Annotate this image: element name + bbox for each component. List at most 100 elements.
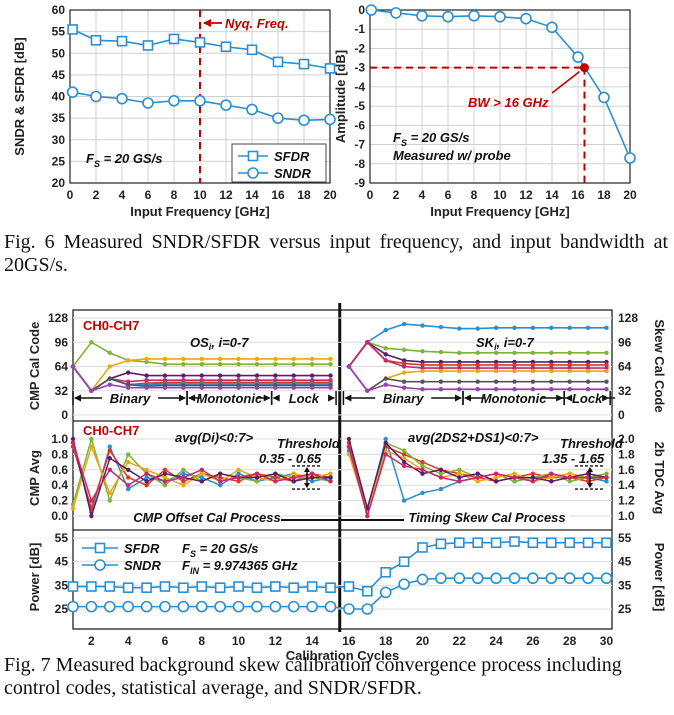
power-SNDR-point	[416, 573, 429, 586]
power-SNDR-point	[361, 603, 374, 615]
cmp-code-point	[89, 388, 94, 393]
cycle-tick: 4	[125, 634, 132, 648]
threshold-arrowhead	[304, 483, 310, 489]
tdc-avg-point	[493, 479, 499, 484]
tdc-avg-point	[420, 467, 425, 472]
cmp-code-point	[162, 385, 168, 390]
x-tick-label: 20	[323, 188, 337, 202]
amplitude-point	[390, 7, 402, 19]
cmp-avg-point	[254, 479, 260, 484]
power-SFDR-point	[104, 581, 116, 592]
skew-code-point	[549, 387, 554, 392]
skew-code-point	[438, 379, 444, 384]
skew-code-point	[401, 347, 407, 353]
tdc-avg-point	[457, 471, 462, 476]
power-SFDR-point	[251, 582, 263, 594]
tdc-avg-point	[401, 452, 407, 457]
y-tick-label: 60	[52, 3, 66, 17]
nyquist-label: Nyq. Freq.	[225, 16, 289, 31]
power-SNDR-point	[177, 600, 190, 613]
cmp-code-tick: 0	[61, 408, 68, 422]
cmp-code-tick: 96	[55, 335, 69, 349]
tdc-avg-point	[420, 459, 425, 465]
power-SFDR-point	[270, 581, 281, 592]
skew-code-point	[383, 352, 388, 357]
x-tick-label: 18	[597, 188, 611, 202]
skew-code-point	[604, 350, 609, 356]
tdc-avg-point	[346, 436, 352, 442]
cmp-avg-point	[309, 479, 315, 484]
tdc-avg-point	[365, 513, 370, 519]
tdc-avg-point	[475, 475, 480, 480]
cmp-avg-point	[162, 471, 168, 476]
cmp-code-point	[162, 373, 168, 378]
tdc-avg-point	[512, 475, 517, 480]
cmp-avg-point	[217, 483, 223, 488]
power-SFDR-point	[122, 582, 134, 594]
cmp-code-point	[107, 382, 112, 387]
cmp-avg-point	[144, 471, 149, 476]
skew-code-point	[401, 321, 407, 327]
threshold-arrowhead	[304, 466, 310, 472]
power-SFDR-point	[362, 585, 373, 597]
x-tick-label: 4	[119, 188, 126, 202]
SFDR-point	[194, 37, 206, 48]
power-tick-left: 55	[55, 531, 69, 545]
cmp-avg-point	[89, 436, 94, 442]
power-SNDR-point	[159, 600, 171, 613]
x-axis-label: Input Frequency [GHz]	[430, 204, 569, 219]
cmp-avg-point	[125, 486, 131, 492]
fin-value: = 9.974365 GHz	[199, 558, 298, 573]
cycle-tick: 6	[162, 634, 169, 648]
skew-code-point	[585, 365, 591, 371]
y-tick-label: 45	[52, 68, 66, 82]
skew-code-point	[457, 359, 462, 365]
tdc-avg-point	[530, 475, 536, 480]
x-tick-label: 10	[193, 188, 207, 202]
tdc-avg-point	[383, 452, 388, 457]
skew-code-point	[530, 359, 536, 365]
cmp-avg-point	[107, 448, 112, 453]
fs-sub: S	[94, 159, 100, 169]
cmp-code-point	[328, 385, 333, 390]
power-SFDR-point	[435, 538, 447, 550]
x-tick-label: 14	[245, 188, 259, 202]
cmp-code-point	[181, 385, 186, 390]
power-SNDR-point	[527, 572, 539, 585]
cmp-code-point	[107, 350, 112, 356]
x-tick-label: 18	[297, 188, 311, 202]
skew-code-point	[493, 365, 499, 371]
cmp-avg-point	[217, 471, 223, 476]
power-SFDR-point	[214, 582, 226, 594]
tdc-avg-point	[401, 463, 407, 469]
skew-code-point	[585, 379, 591, 384]
bw-point	[580, 63, 589, 73]
cmp-avg-tick: 1.0	[51, 432, 68, 446]
cmp-avg-point	[291, 471, 296, 476]
x-tick-label: 6	[145, 188, 152, 202]
tdc-avg-tick: 1.4	[618, 478, 635, 492]
sk-sub: i	[494, 342, 497, 352]
skew-code-point	[383, 346, 388, 351]
skew-code-point	[604, 379, 609, 384]
tdc-avg-tick: 1.8	[618, 447, 635, 461]
power-SNDR-point	[563, 572, 576, 585]
power-SFDR-point	[380, 567, 392, 578]
power-SNDR-point	[85, 600, 98, 613]
os-label: OSi, i=0-7	[190, 335, 249, 352]
power-SNDR-point	[103, 600, 116, 613]
fig7-caption: Fig. 7 Measured background skew calibrat…	[4, 654, 622, 699]
SFDR-point	[272, 56, 284, 68]
cmp-code-point	[309, 362, 315, 367]
fs-label-7: FS = 20 GS/s	[182, 541, 258, 559]
phase-label: Monotonic	[197, 391, 263, 406]
cmp-avg-point	[181, 479, 186, 484]
power-SFDR-point	[564, 537, 575, 549]
skew-code-point	[567, 387, 572, 392]
phase-arrowhead	[179, 394, 187, 402]
y-tick-label: -5	[354, 99, 365, 113]
x-tick-label: 12	[219, 188, 233, 202]
skew-process-label: Timing Skew Cal Process	[408, 510, 565, 525]
